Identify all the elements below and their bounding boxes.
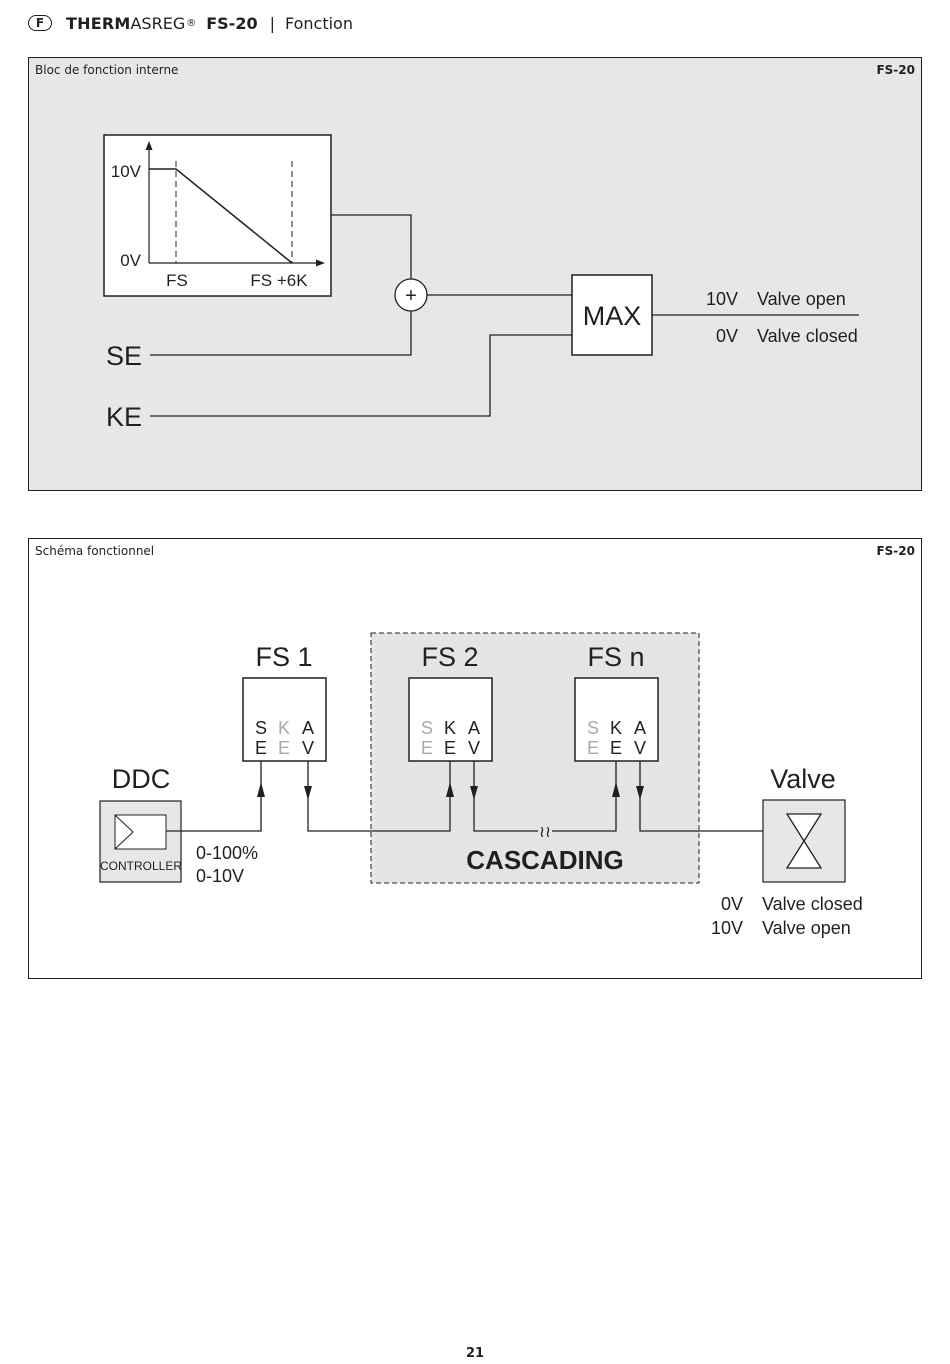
fs2-pin-e: E: [421, 738, 433, 758]
fsn-pin-v: V: [634, 738, 646, 758]
input-ke-label: KE: [106, 402, 142, 432]
section-name: Fonction: [284, 13, 353, 33]
brand-rest: ASREG: [130, 13, 186, 33]
brand-bold: THERM: [66, 13, 131, 33]
graph-to-sum-line: [331, 214, 412, 279]
fs1-pin-e: E: [255, 738, 267, 758]
panel-code: FS-20: [876, 544, 915, 558]
valve-voltage-low: 0V: [721, 894, 743, 914]
controller-amplifier-icon: [114, 814, 134, 850]
page-number: 21: [465, 1346, 485, 1361]
fs1-pin-ke: E: [278, 738, 290, 758]
fsn-pin-a: A: [634, 718, 646, 738]
panel-code: FS-20: [876, 63, 915, 77]
valve-icon: [785, 813, 823, 869]
fs2-pin-s: S: [421, 718, 433, 738]
ke-input-line: [150, 334, 572, 417]
valve-voltage-high: 10V: [711, 918, 743, 938]
fs2-pin-v: V: [468, 738, 480, 758]
fsn-pin-k: K: [610, 718, 622, 738]
fs1-pin-k: K: [278, 718, 290, 738]
fsn-ke-arrow: [612, 782, 620, 797]
fs2-av-arrow: [470, 786, 478, 800]
ddc-label: DDC: [112, 764, 171, 794]
output-state-open: Valve open: [757, 289, 846, 309]
panel-title: Schéma fonctionnel: [35, 544, 155, 558]
graph-y-arrow: [145, 141, 153, 150]
summing-junction: [394, 278, 428, 312]
max-label: MAX: [583, 301, 642, 331]
graph-x-end: FS +6K: [250, 271, 308, 290]
graph-x-start: FS: [166, 271, 188, 290]
fs2-pin-ke: E: [444, 738, 456, 758]
output-state-closed: Valve closed: [757, 326, 858, 346]
model-name: FS-20: [206, 13, 258, 33]
output-voltage-high: 10V: [706, 289, 738, 309]
line-break-symbol: ≀≀: [539, 824, 551, 841]
module-fs2-name: FS 2: [421, 642, 478, 672]
fs1-pin-s: S: [255, 718, 267, 738]
language-badge: F: [28, 15, 52, 31]
fs2-pin-a: A: [468, 718, 480, 738]
function-block-panel: Bloc de fonction interne FS-20 10V 0V FS…: [28, 57, 922, 491]
fsn-av-arrow: [636, 786, 644, 800]
fs2-pin-k: K: [444, 718, 456, 738]
graph-curve: [149, 168, 293, 264]
module-fsn-box: [574, 677, 659, 762]
se-input-line: [150, 311, 412, 356]
controller-screen: [114, 814, 167, 850]
output-voltage-low: 0V: [716, 326, 738, 346]
fs1-pin-v: V: [302, 738, 314, 758]
max-block: [571, 274, 653, 356]
fsn-pin-e: E: [587, 738, 599, 758]
module-fs1-box: [242, 677, 327, 762]
module-fs1-name: FS 1: [255, 642, 312, 672]
graph-x-arrow: [316, 259, 325, 267]
schematic-diagram: FS 1 FS 2 FS n S E K E A V S E K E A V S…: [99, 632, 863, 938]
fsn-pin-s: S: [587, 718, 599, 738]
function-block-diagram: 10V 0V FS FS +6K + MAX SE KE 10V Valve o…: [103, 134, 859, 432]
valve-state-closed: Valve closed: [762, 894, 863, 914]
input-se-label: SE: [106, 341, 142, 371]
sum-symbol: +: [405, 285, 417, 307]
fsn-pin-ke: E: [610, 738, 622, 758]
graph-y-low: 0V: [120, 251, 141, 270]
module-fsn-name: FS n: [587, 642, 644, 672]
fs1-av-arrow: [304, 786, 312, 800]
valve-state-open: Valve open: [762, 918, 851, 938]
controller-label: CONTROLLER: [100, 859, 182, 873]
panel-title: Bloc de fonction interne: [35, 63, 179, 77]
cascading-label: CASCADING: [466, 845, 623, 875]
fs2-ke-arrow: [446, 782, 454, 797]
valve-label: Valve: [770, 764, 836, 794]
schematic-panel: Schéma fonctionnel FS-20 FS 1 FS 2 FS n …: [28, 538, 922, 979]
controller-to-fs1-line: [166, 789, 262, 832]
fs1-se-arrow: [257, 782, 265, 797]
signal-range-percent: 0-100%: [196, 843, 258, 863]
header-separator: |: [269, 13, 275, 33]
registered-mark: ®: [186, 17, 197, 29]
fs1-pin-a: A: [302, 718, 314, 738]
line-break-gap: [538, 824, 552, 838]
graph-y-high: 10V: [111, 162, 142, 181]
characteristic-graph-box: [103, 134, 332, 297]
fsn-to-valve-line: [639, 761, 764, 832]
signal-range-voltage: 0-10V: [196, 866, 244, 886]
